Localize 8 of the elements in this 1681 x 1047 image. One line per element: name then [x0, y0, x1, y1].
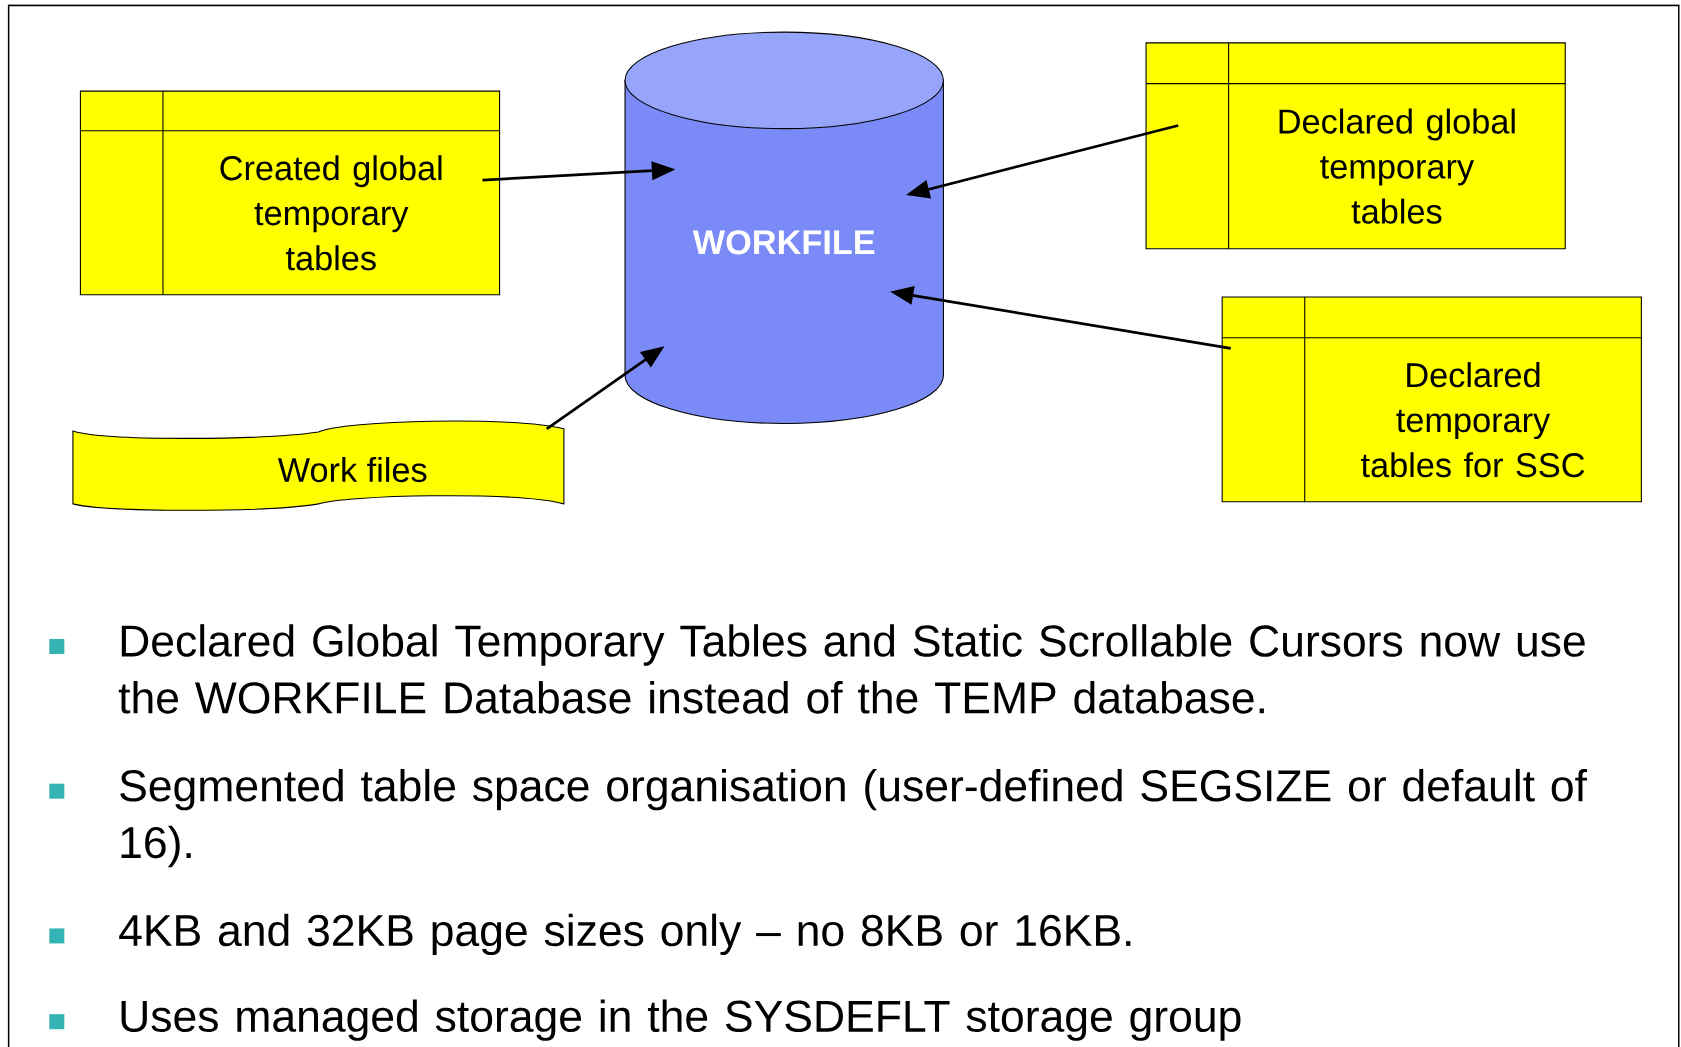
database-cylinder: WORKFILE: [624, 31, 944, 424]
table-box: Declared temporary tables for SSC: [1221, 296, 1642, 503]
table-box: Declared global temporary tables: [1145, 42, 1566, 250]
table-box: Created global temporary tables: [79, 90, 501, 296]
bullet-text: Segmented table space organisation (user-defined SEGSIZE or default of 16).: [120, 768, 1587, 867]
bullet-text: Uses managed storage in the SYSDEFLT storage group: [121, 999, 1241, 1041]
bullet-text: 4KB and 32KB page sizes only – no 8KB or 16KB.: [119, 913, 1131, 955]
bullet-text: Declared Global Temporary Tables and Static Scrollable Cursors now use the WORKFILE Database instead of the TEMP database.: [118, 623, 1585, 714]
